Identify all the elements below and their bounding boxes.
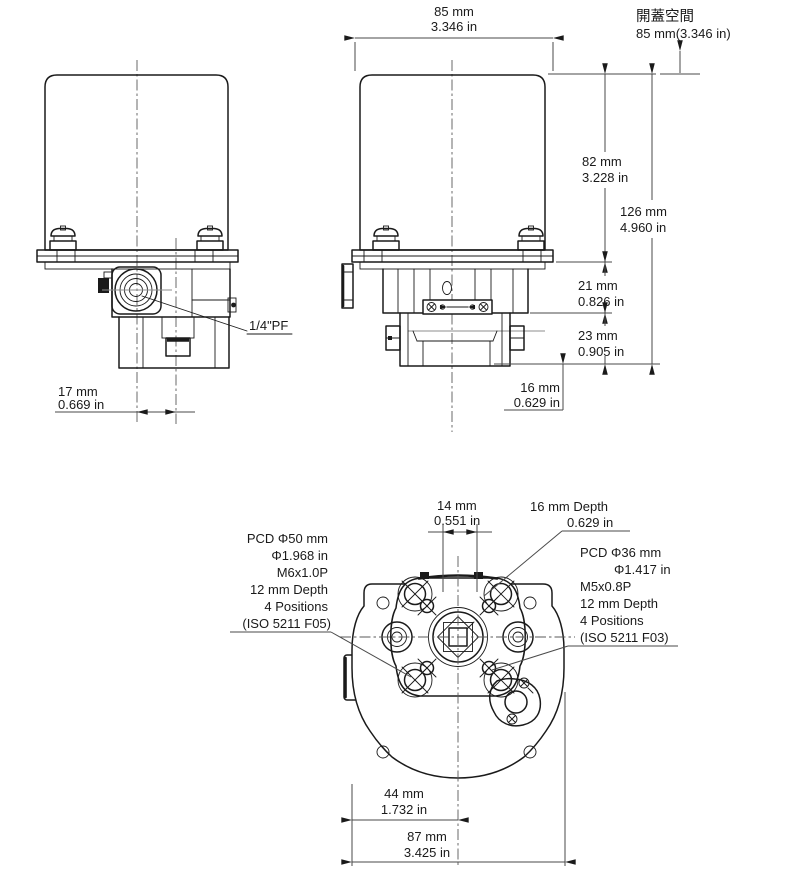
- svg-text:126 mm: 126 mm: [620, 204, 667, 219]
- dim-cover-width: 85 mm 3.346 in: [344, 4, 564, 71]
- svg-text:M6x1.0P: M6x1.0P: [277, 565, 328, 580]
- port-label: 1/4"PF: [249, 318, 288, 333]
- svg-text:0.905 in: 0.905 in: [578, 344, 624, 359]
- svg-text:0.629 in: 0.629 in: [567, 515, 613, 530]
- svg-text:開蓋空間: 開蓋空間: [636, 8, 694, 25]
- svg-text:Φ1.968 in: Φ1.968 in: [271, 548, 328, 563]
- dim-total-height: 126 mm 4.960 in: [620, 63, 667, 375]
- svg-text:4.960 in: 4.960 in: [620, 220, 666, 235]
- indicator-feature: [489, 677, 542, 727]
- svg-text:44 mm: 44 mm: [384, 786, 424, 801]
- svg-text:16 mm: 16 mm: [520, 380, 560, 395]
- svg-text:PCD Φ50 mm: PCD Φ50 mm: [247, 531, 328, 546]
- dim-cover-height: 82 mm 3.228 in: [582, 63, 628, 273]
- svg-text:0.551 in: 0.551 in: [434, 513, 480, 528]
- svg-text:3.228 in: 3.228 in: [582, 170, 628, 185]
- svg-text:12 mm Depth: 12 mm Depth: [250, 582, 328, 597]
- cover-screw: [196, 225, 224, 251]
- label-iso5211-f03: PCD Φ36 mm Φ1.417 in M5x0.8P 12 mm Depth…: [491, 545, 678, 671]
- svg-text:17 mm: 17 mm: [58, 384, 98, 399]
- svg-text:87 mm: 87 mm: [407, 829, 447, 844]
- dim-base-width: 87 mm 3.425 in: [341, 692, 576, 866]
- svg-text:3.346 in: 3.346 in: [431, 19, 477, 34]
- cover-screw: [49, 225, 77, 251]
- open-cover-space-note: 開蓋空間 85 mm(3.346 in): [548, 8, 731, 75]
- svg-text:3.425 in: 3.425 in: [404, 845, 450, 860]
- dim-shaft-height: 16 mm 0.629 in: [504, 353, 566, 411]
- svg-text:1.732 in: 1.732 in: [381, 802, 427, 817]
- svg-text:0.669 in: 0.669 in: [58, 397, 104, 412]
- svg-text:85 mm: 85 mm: [434, 4, 474, 19]
- dim-center-offset: 44 mm 1.732 in: [341, 784, 469, 866]
- dim-mid-height: 21 mm 0.826 in: [578, 251, 624, 324]
- air-port: [102, 268, 172, 312]
- svg-text:85 mm(3.346 in): 85 mm(3.346 in): [636, 26, 731, 41]
- svg-text:0.629 in: 0.629 in: [514, 395, 560, 410]
- side-view: [36, 60, 239, 424]
- svg-text:(ISO 5211 F05): (ISO 5211 F05): [242, 616, 331, 631]
- label-iso5211-f05: PCD Φ50 mm Φ1.968 in M6x1.0P 12 mm Depth…: [230, 531, 412, 678]
- f03-bolt-holes: [417, 596, 499, 678]
- dim-port-label: 1/4"PF: [141, 295, 293, 335]
- svg-text:4 Positions: 4 Positions: [264, 599, 328, 614]
- dim-lower-height: 23 mm 0.905 in: [578, 302, 624, 375]
- svg-text:82 mm: 82 mm: [582, 154, 622, 169]
- dim-square-depth: 16 mm Depth 0.629 in: [483, 499, 630, 597]
- dim-port-offset: 17 mm 0.669 in: [55, 384, 195, 415]
- front-view: [341, 60, 554, 432]
- svg-text:21 mm: 21 mm: [578, 278, 618, 293]
- cover-screw: [517, 225, 545, 251]
- svg-text:4 Positions: 4 Positions: [580, 613, 644, 628]
- svg-text:M5x0.8P: M5x0.8P: [580, 579, 631, 594]
- dim-square-size: 14 mm 0.551 in: [428, 498, 492, 592]
- svg-text:12 mm Depth: 12 mm Depth: [580, 596, 658, 611]
- nameplate: [422, 299, 493, 315]
- svg-text:23 mm: 23 mm: [578, 328, 618, 343]
- svg-text:Φ1.417 in: Φ1.417 in: [614, 562, 671, 577]
- svg-text:14 mm: 14 mm: [437, 498, 477, 513]
- svg-text:(ISO 5211 F03): (ISO 5211 F03): [580, 630, 669, 645]
- bottom-view: [340, 556, 575, 866]
- svg-text:PCD Φ36 mm: PCD Φ36 mm: [580, 545, 661, 560]
- cover-screw: [372, 225, 400, 251]
- svg-text:16 mm Depth: 16 mm Depth: [530, 499, 608, 514]
- svg-text:0.826 in: 0.826 in: [578, 294, 624, 309]
